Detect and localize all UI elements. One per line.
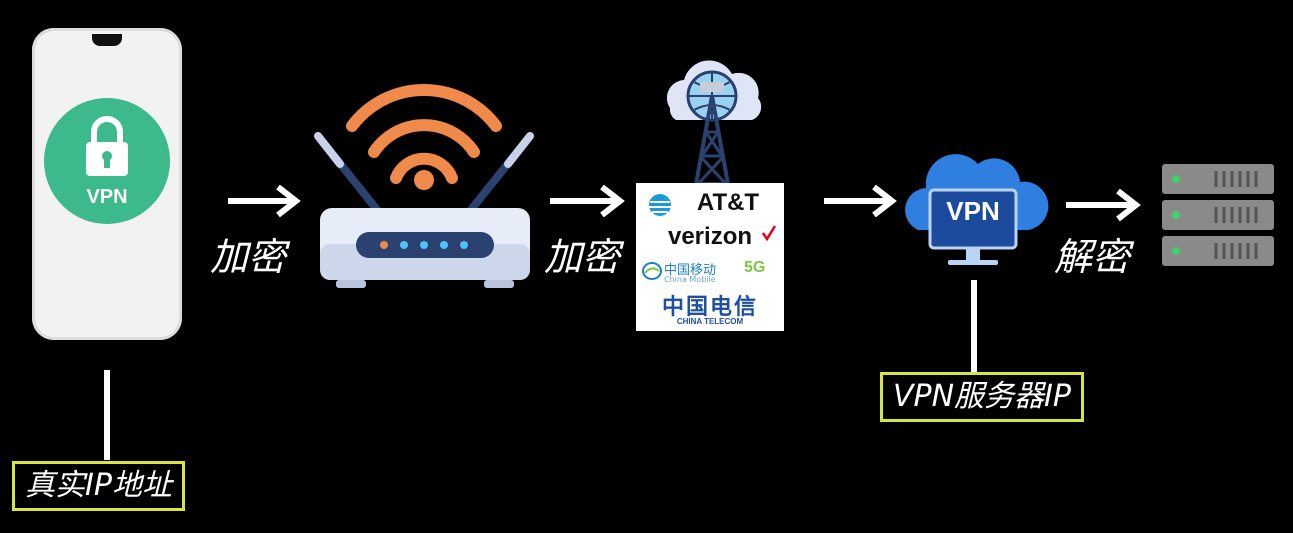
att-logo-text: AT&T [696, 189, 760, 216]
arrow-right-icon [824, 184, 897, 218]
verizon-logo-text: verizon [667, 223, 753, 250]
encrypt-label-1: 加密 [210, 235, 287, 279]
vpn-app-badge: VPN [44, 98, 170, 224]
vpn-server-cloud-icon [905, 154, 1049, 265]
arrow-right-icon [228, 184, 301, 218]
vpn-cloud-label: VPN [946, 196, 1000, 226]
china-telecom-logo-text: 中国电信 [661, 294, 758, 320]
phone-notch [92, 34, 122, 46]
encrypt-label-2: 加密 [544, 235, 621, 279]
decrypt-label: 解密 [1054, 235, 1131, 279]
vpn-server-ip-tag: VPN服务器IP [880, 372, 1084, 422]
carrier-logos-panel: AT&T verizon 中国移动 China Mobile 5G 中国电信 C… [636, 183, 784, 331]
real-ip-tag: 真实IP地址 [12, 461, 185, 511]
5g-logo-text: 5G [744, 259, 766, 276]
lock-icon [86, 116, 128, 176]
arrow-right-icon [550, 184, 625, 218]
china-telecom-logo-subtext: CHINA TELECOM [676, 317, 744, 326]
vpn-server-connector-line [971, 280, 977, 372]
phone-device: VPN [32, 28, 182, 340]
vpn-badge-label: VPN [86, 186, 128, 208]
verizon-check-icon [762, 225, 776, 241]
wifi-router-icon [314, 84, 534, 288]
china-mobile-logo-subtext: China Mobile [664, 275, 716, 284]
china-mobile-logo-text: 中国移动 [664, 263, 717, 278]
real-ip-connector-line [104, 370, 110, 460]
cell-tower-icon [666, 60, 762, 186]
server-rack-icon [1162, 164, 1274, 266]
arrow-right-icon [1066, 188, 1141, 222]
att-globe-icon [649, 194, 671, 216]
china-mobile-logo-icon [642, 262, 662, 280]
